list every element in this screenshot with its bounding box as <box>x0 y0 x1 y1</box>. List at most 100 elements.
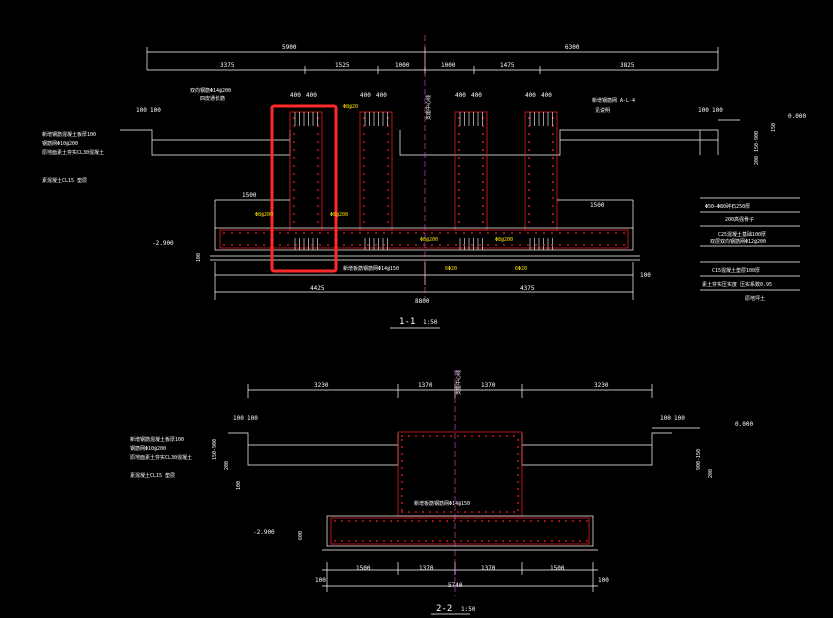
highlight-box <box>270 104 338 273</box>
dim-3825: 3825 <box>620 62 635 69</box>
rebar-dot <box>482 149 484 151</box>
rebar-dot <box>418 520 420 522</box>
rebar-dot <box>295 244 297 246</box>
rebar-dot <box>458 221 460 223</box>
rebar-dot <box>458 189 460 191</box>
rebar-dot <box>482 213 484 215</box>
rebar-dot <box>495 232 497 234</box>
rebar-dot <box>551 232 553 234</box>
rebar-dot <box>552 221 554 223</box>
rebar-dot <box>293 141 295 143</box>
rebar-dot <box>418 540 420 542</box>
rebar-dot <box>471 511 473 513</box>
rebar-dot <box>615 244 617 246</box>
left-dim-b: 100 <box>150 107 161 114</box>
rebar-dot <box>363 173 365 175</box>
dim-5900: 5900 <box>282 44 297 51</box>
rebar-dot <box>387 173 389 175</box>
rebar-dot <box>599 244 601 246</box>
rebar-dot <box>453 520 455 522</box>
rebar-dot <box>458 125 460 127</box>
rebar-dot <box>317 205 319 207</box>
rebar-dot <box>450 511 452 513</box>
rebar-dot <box>408 511 410 513</box>
rebar-dot <box>519 232 521 234</box>
rebar-dot <box>458 165 460 167</box>
rebar-dot <box>509 540 511 542</box>
rebar-dot <box>487 232 489 234</box>
rebar-dot <box>458 173 460 175</box>
rebar-dot <box>317 173 319 175</box>
right-side-dim: 150-900 <box>754 131 760 152</box>
rebar-dot <box>408 435 410 437</box>
rebar-dot <box>287 244 289 246</box>
dim-1370-right-2: 1370 <box>481 565 496 572</box>
rebar-dot <box>607 232 609 234</box>
left-side-dim-2: 100 <box>236 481 242 490</box>
rebar-dot <box>415 244 417 246</box>
rebar-dot <box>334 540 336 542</box>
rebar-dot <box>552 181 554 183</box>
rebar-dot <box>482 157 484 159</box>
right-dim-a: 100 <box>698 107 709 114</box>
rebar-dot <box>502 520 504 522</box>
rebar-dot <box>544 540 546 542</box>
rebar-dot <box>327 244 329 246</box>
rebar-dot <box>535 244 537 246</box>
rebar-dot <box>239 232 241 234</box>
rebar-dot <box>482 173 484 175</box>
rebar-dot <box>517 481 519 483</box>
rebar-dot <box>387 197 389 199</box>
rebar-dot <box>543 244 545 246</box>
rebar-dot <box>387 205 389 207</box>
rebar-dot <box>367 244 369 246</box>
rebar-top-label: 双向钢筋Φ14@200 <box>190 87 231 94</box>
rebar-dot <box>457 511 459 513</box>
rebar-dot <box>293 181 295 183</box>
rebar-dot <box>446 520 448 522</box>
rebar-dot <box>317 213 319 215</box>
rebar-label: 6Φ20 <box>445 266 457 272</box>
center-line-label-2: 支座中心线 <box>455 370 462 395</box>
rebar-dot <box>528 181 530 183</box>
rebar-dot <box>516 540 518 542</box>
rebar-dot <box>401 495 403 497</box>
rebar-dot <box>528 149 530 151</box>
rebar-dot <box>367 232 369 234</box>
right-side-dim: 200 <box>754 156 760 165</box>
rebar-dot <box>575 232 577 234</box>
rebar-dot <box>503 244 505 246</box>
rebar-dot <box>376 540 378 542</box>
rebar-dot <box>334 520 336 522</box>
dim-6300: 6300 <box>565 44 580 51</box>
rebar-dot <box>443 511 445 513</box>
rebar-dot <box>551 540 553 542</box>
left-note: 素混凝土CL15 垫层 <box>42 177 87 184</box>
left-dim-a: 100 <box>136 107 147 114</box>
rebar-dot <box>517 453 519 455</box>
rebar-dot <box>517 509 519 511</box>
section-2-scale: 1:50 <box>461 606 476 613</box>
rebar-dot <box>464 511 466 513</box>
rebar-dot <box>519 244 521 246</box>
rebar-dot <box>528 205 530 207</box>
rebar-dot <box>387 133 389 135</box>
dim-3375: 3375 <box>220 62 235 69</box>
rebar-dot <box>407 244 409 246</box>
rebar-dot <box>482 133 484 135</box>
rebar-dot <box>401 488 403 490</box>
rebar-dot <box>401 467 403 469</box>
rebar-dot <box>271 244 273 246</box>
rebar-dot <box>279 232 281 234</box>
rebar-dot <box>375 232 377 234</box>
rebar-dot <box>487 244 489 246</box>
rebar-dot <box>543 232 545 234</box>
left-note: 新增钢筋混凝土板厚100 <box>42 131 96 138</box>
rebar-dot <box>528 141 530 143</box>
rebar-dot <box>303 244 305 246</box>
rebar-dot <box>455 232 457 234</box>
rebar-dot <box>363 117 365 119</box>
rebar-dot <box>401 435 403 437</box>
rebar-dot <box>411 540 413 542</box>
rebar-dot <box>439 540 441 542</box>
